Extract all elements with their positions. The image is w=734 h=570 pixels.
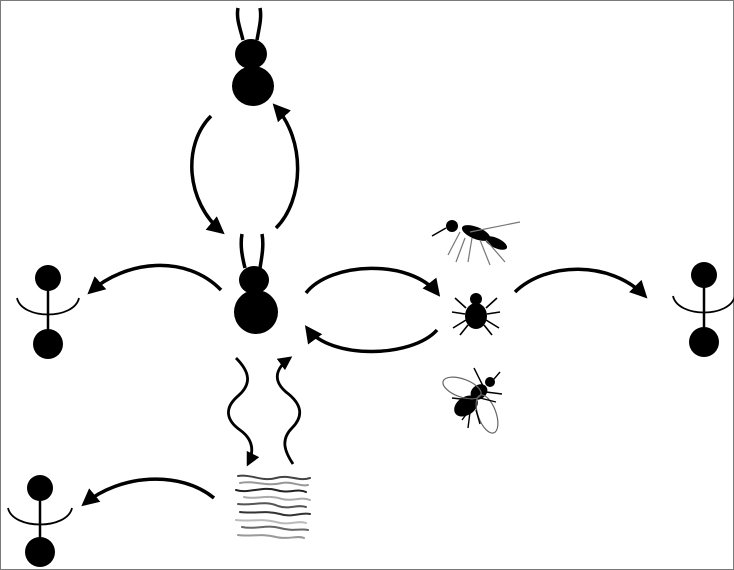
human-left-symbol-icon — [17, 265, 79, 359]
arrow-vectors-to-human-right — [515, 269, 645, 296]
host-top-spider-host-icon — [232, 8, 274, 106]
human-right-symbol-icon — [673, 262, 734, 357]
wavy-arrow-host-to-worms — [228, 358, 251, 464]
arrow-center-to-top — [275, 106, 298, 228]
host-center-spider-host-icon — [234, 234, 278, 334]
arrow-worms-to-human-bottom-left — [84, 479, 214, 504]
arrow-top-to-center — [192, 116, 222, 232]
arrow-vectors-to-host — [307, 328, 437, 352]
human-bottom-left-symbol-icon — [8, 475, 72, 567]
arrow-host-to-vectors — [306, 268, 438, 294]
tick-icon — [452, 293, 500, 335]
arrow-host-to-human-left — [90, 265, 221, 292]
fly-icon — [440, 368, 502, 436]
wavy-arrow-worms-to-host — [277, 358, 299, 464]
mosquito-icon — [432, 220, 520, 265]
nematode-worms-icon — [236, 476, 310, 538]
